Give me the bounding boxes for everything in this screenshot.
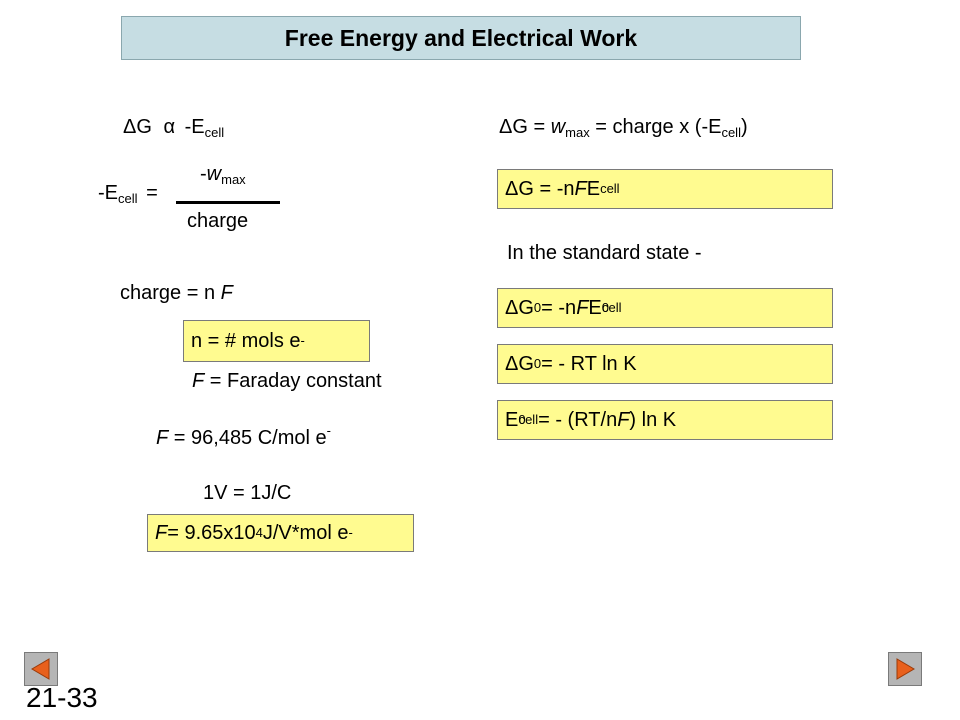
wmax-eq-text-2: = charge x (-E <box>589 116 722 138</box>
faraday-italic: F <box>156 427 169 449</box>
left-triangle-icon <box>31 658 50 680</box>
e-letter: E <box>505 409 519 431</box>
equals-sign: = <box>146 182 158 204</box>
faraday-box-units: J/V*mol e <box>262 522 349 544</box>
proportionality-equation: ΔG α -Ecell <box>123 115 224 139</box>
right-triangle-icon <box>896 658 915 680</box>
w-italic: w <box>206 163 222 185</box>
wmax-equation: ΔG = wmax = charge x (-Ecell) <box>499 115 748 139</box>
delta-symbol: Δ <box>505 178 519 200</box>
g-letter: G <box>518 297 534 319</box>
n-definition-text: n = # mols e <box>191 330 301 352</box>
next-slide-button[interactable] <box>888 652 922 686</box>
volt-definition: 1V = 1J/C <box>203 482 292 504</box>
delta-symbol: Δ <box>505 297 519 319</box>
faraday-definition-text: = Faraday constant <box>204 370 382 392</box>
faraday-value-text: = 96,485 C/mol e <box>168 427 327 449</box>
previous-slide-button[interactable] <box>24 652 58 686</box>
cell-subscript: cell <box>204 125 225 140</box>
faraday-box-text: = 9.65x10 <box>167 522 256 544</box>
box1-text: G = -n <box>518 178 575 200</box>
fraction-numerator: -wmax <box>200 162 246 186</box>
faraday-italic: F <box>192 370 205 392</box>
slide-number: 21-33 <box>26 682 98 713</box>
minus-sign: - <box>200 163 207 185</box>
fraction-denominator: charge <box>187 210 249 232</box>
neg-e: -E <box>98 182 118 204</box>
charge-equation: charge = n F <box>120 281 233 305</box>
box1-e: E <box>586 178 601 200</box>
cell-subscript: cell <box>721 125 741 140</box>
ecell-lhs: -Ecell = <box>98 181 158 205</box>
slide-title: Free Energy and Electrical Work <box>121 16 801 60</box>
g-letter: G <box>136 116 152 138</box>
cell-subscript: cell <box>118 191 138 206</box>
faraday-definition: F = Faraday constant <box>192 369 382 393</box>
proportional-symbol: α <box>163 116 176 138</box>
delta-symbol: Δ <box>505 353 519 375</box>
faraday-italic: F <box>155 522 168 544</box>
faraday-italic: F <box>617 409 630 431</box>
faraday-value: F = 96,485 C/mol e- <box>156 423 331 450</box>
delta-symbol: Δ <box>123 116 137 138</box>
close-paren: ) <box>740 116 748 138</box>
max-subscript: max <box>565 125 590 140</box>
n-definition-box: n = # mols e- <box>183 320 370 362</box>
faraday-italic: F <box>220 282 233 304</box>
neg-e: -E <box>184 116 205 138</box>
slide-title-text: Free Energy and Electrical Work <box>284 24 638 51</box>
charge-eq-text: charge = n <box>120 282 221 304</box>
box2-e: E <box>588 297 602 319</box>
faraday-italic: F <box>576 297 589 319</box>
wmax-eq-text: G = <box>512 116 551 138</box>
box4-text-2: ) ln K <box>629 409 677 431</box>
fraction-bar <box>176 201 280 204</box>
electron-superscript: - <box>326 423 331 438</box>
g-letter: G <box>518 353 534 375</box>
delta-symbol: Δ <box>499 116 513 138</box>
faraday-italic: F <box>574 178 587 200</box>
w-italic: w <box>550 116 566 138</box>
box2-text: = -n <box>541 297 577 319</box>
box4-text: = - (RT/n <box>538 409 618 431</box>
standard-state-text: In the standard state - <box>507 242 702 264</box>
max-subscript: max <box>221 172 246 187</box>
box3-text: = - RT ln K <box>541 353 637 375</box>
